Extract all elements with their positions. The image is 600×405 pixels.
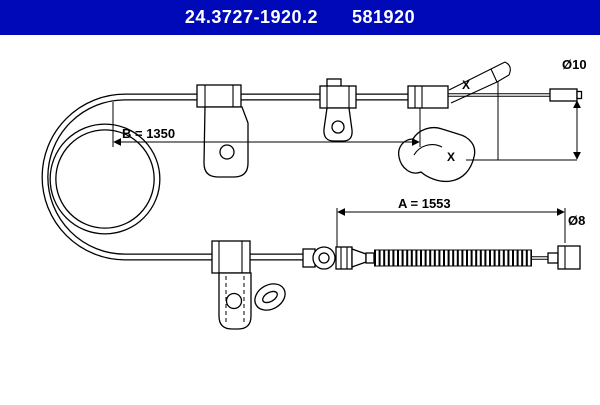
bracket-2-hole — [331, 120, 345, 134]
diameter-bottom-label: Ø8 — [568, 213, 585, 228]
mounting-bracket-2 — [319, 78, 357, 142]
cable-end-fitting-8mm — [547, 245, 581, 270]
fixing-mark-top: X — [462, 78, 470, 92]
cable-end-fitting-top — [407, 85, 449, 109]
mounting-bracket-1 — [196, 84, 249, 178]
header-bar: 24.3727-1920.2 581920 — [0, 0, 600, 35]
fixing-point-dimension — [466, 81, 581, 161]
reference-number: 581920 — [352, 7, 416, 27]
dimension-b: B = 1350 — [112, 102, 421, 147]
clevis-fork-end — [448, 61, 511, 104]
bracket-3-hole — [225, 292, 243, 310]
part-number: 24.3727-1920.2 — [184, 7, 319, 27]
dimension-a: A = 1553 — [336, 196, 566, 247]
technical-drawing-area: B = 1350 A = 1553 Ø10 Ø8 X X — [0, 35, 600, 400]
hook-bracket — [398, 126, 476, 183]
cable-spring-section — [374, 249, 532, 267]
adjuster-assembly — [302, 246, 375, 270]
brake-cable-diagram: B = 1350 A = 1553 Ø10 Ø8 X X — [41, 57, 587, 330]
cable-housing — [41, 93, 412, 261]
diameter-top-label: Ø10 — [562, 57, 587, 72]
dimension-b-label: B = 1350 — [122, 126, 175, 141]
fixing-mark-bracket: X — [447, 150, 455, 164]
bracket-1-hole — [219, 144, 235, 160]
mounting-bracket-3 — [211, 240, 286, 330]
slotted-eyelet — [254, 283, 286, 311]
threaded-end-10mm — [549, 88, 583, 102]
dimension-a-label: A = 1553 — [398, 196, 451, 211]
